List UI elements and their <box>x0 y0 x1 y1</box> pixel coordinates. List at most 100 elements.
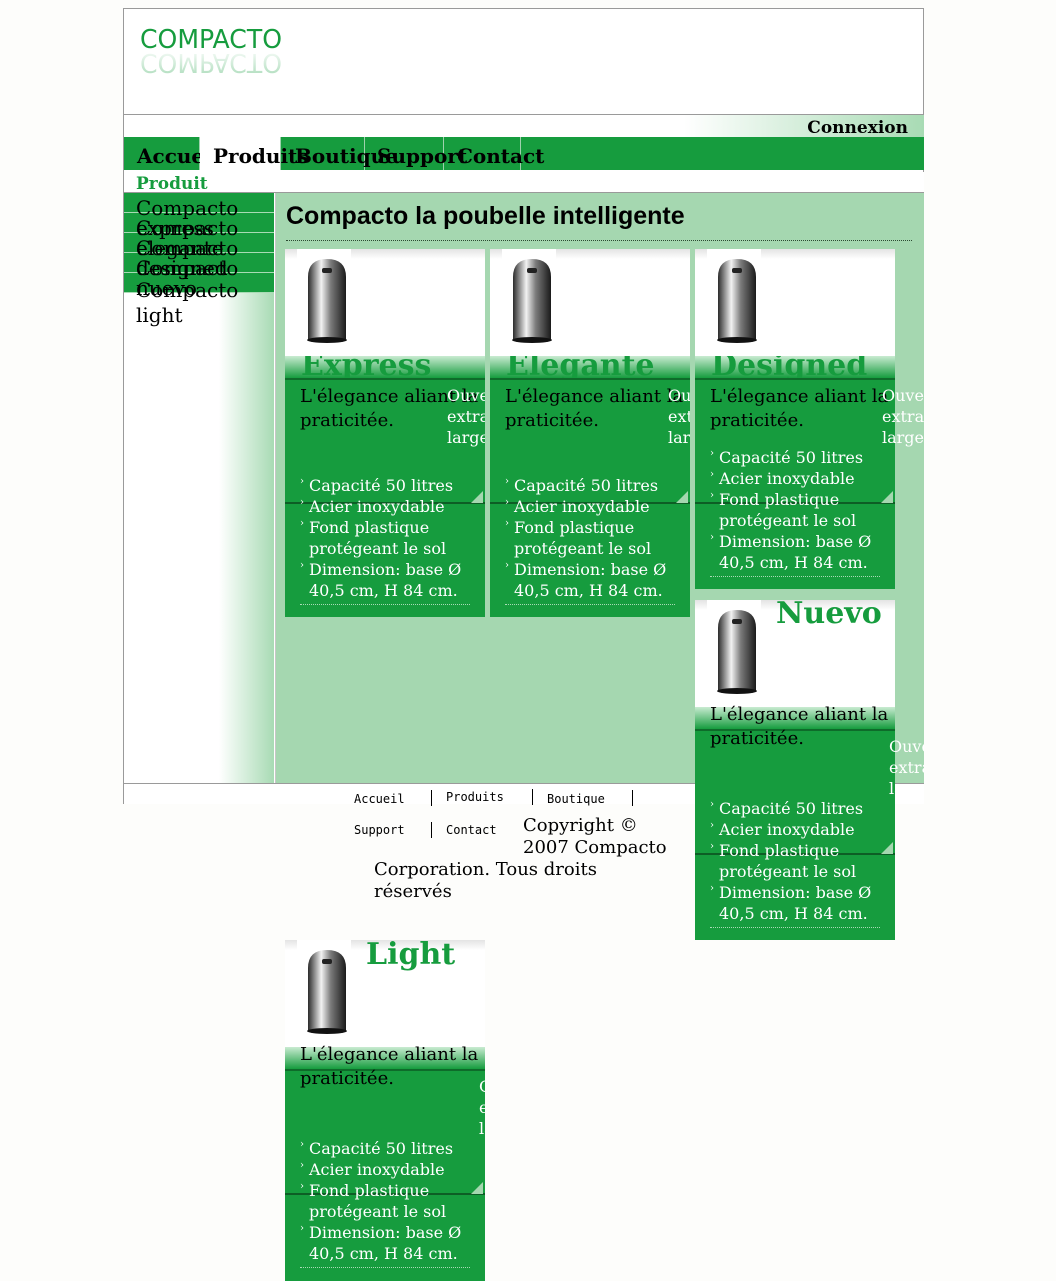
footer-link-boutique[interactable]: Boutique <box>547 792 605 806</box>
product-name[interactable]: Nuevo <box>776 596 882 631</box>
product-name-band <box>695 707 895 731</box>
dotted-divider <box>300 604 470 605</box>
product-tagline: L'élegance aliant la praticitée. <box>300 386 479 431</box>
product-opening-text: Ouverture extra large. <box>668 386 690 447</box>
sidebar-item-express-label[interactable]: Compacto express <box>136 196 239 240</box>
product-details: L'élegance aliant la praticitée. Ouvertu… <box>695 380 924 589</box>
feature-item: Acier inoxydable <box>300 1155 482 1180</box>
sidebar-item-designed-label[interactable]: Compacto designed <box>136 236 239 280</box>
footer-link-produits[interactable]: Produits <box>446 790 504 804</box>
feature-item: Fond plastique protégeant le sol <box>505 513 687 559</box>
copyright-line-1: Copyright © <box>523 815 638 836</box>
product-tagline: L'élegance aliant la praticitée. <box>710 704 889 749</box>
footer-separator <box>532 789 533 805</box>
trash-can-image[interactable] <box>715 257 759 345</box>
feature-item: Fond plastique protégeant le sol <box>710 485 892 531</box>
trash-can-image[interactable] <box>305 257 349 345</box>
product-image-area <box>490 249 690 356</box>
footer-separator <box>632 790 633 806</box>
product-name-band: Elegante <box>490 356 690 380</box>
dotted-divider <box>300 1267 470 1268</box>
sidebar-item-light-label[interactable]: Compacto light <box>136 278 239 327</box>
product-name[interactable]: Light <box>366 937 456 972</box>
login-link[interactable]: Connexion <box>807 118 908 138</box>
nav-item-contact[interactable]: Contact <box>444 137 544 170</box>
breadcrumb: Produit <box>124 172 924 194</box>
sidebar: Compacto express Compacto elegante Compa… <box>124 193 274 783</box>
product-name[interactable]: Express <box>301 356 432 380</box>
compacto-logo[interactable]: COMPACTO COMPACTO <box>140 22 290 78</box>
trash-can-image[interactable] <box>305 948 349 1036</box>
product-card-elegante: Elegante L'élegance aliant la praticitée… <box>490 249 690 617</box>
product-card-nuevo: Nuevo L'élegance aliant la praticitée. O… <box>695 596 924 940</box>
product-image-area <box>285 249 485 356</box>
product-name[interactable]: Elegante <box>506 356 655 380</box>
feature-list: Capacité 50 litres Acier inoxydable Fond… <box>710 443 892 573</box>
feature-item: Dimension: base Ø 40,5 cm, H 84 cm. <box>710 527 892 573</box>
product-opening-text: Ouverture extra large. <box>882 386 924 447</box>
feature-item: Acier inoxydable <box>300 492 482 517</box>
product-tagline: L'élegance aliant la praticitée. <box>505 386 684 431</box>
product-opening-text: Ouverture extra large. <box>447 386 485 447</box>
trash-can-image[interactable] <box>510 257 554 345</box>
login-bar: Connexion <box>124 114 924 138</box>
nav-item-accueil[interactable]: Accueil <box>124 137 219 170</box>
product-tagline: L'élegance aliant la praticitée. <box>300 1044 479 1089</box>
feature-item: Acier inoxydable <box>505 492 687 517</box>
feature-item: Acier inoxydable <box>710 815 892 840</box>
feature-item: Dimension: base Ø 40,5 cm, H 84 cm. <box>300 555 482 601</box>
copyright-line-2: 2007 Compacto <box>523 837 667 858</box>
sidebar-item-nuevo[interactable] <box>124 253 274 273</box>
feature-list: Capacité 50 litres Acier inoxydable Fond… <box>710 794 892 924</box>
feature-item: Dimension: base Ø 40,5 cm, H 84 cm. <box>710 878 892 924</box>
breadcrumb-current: Produit <box>136 174 208 194</box>
product-opening-text: Ouverture extra large. <box>479 1077 485 1138</box>
product-card-light: Light L'élegance aliant la praticitée. O… <box>285 937 485 1281</box>
svg-text:COMPACTO: COMPACTO <box>140 47 282 77</box>
feature-item: Capacité 50 litres <box>300 1134 482 1159</box>
feature-list: Capacité 50 litres Acier inoxydable Fond… <box>505 471 687 601</box>
product-tagline: L'élegance aliant la praticitée. <box>710 386 889 431</box>
nav-item-produits[interactable]: Produits <box>200 137 309 170</box>
product-card-designed: Designed L'élegance aliant la praticitée… <box>695 249 924 589</box>
product-details: L'élegance aliant la praticitée. Ouvertu… <box>285 380 485 617</box>
feature-item: Dimension: base Ø 40,5 cm, H 84 cm. <box>300 1218 482 1264</box>
feature-item: Capacité 50 litres <box>300 471 482 496</box>
product-details: Ouverture extra large. Capacité 50 litre… <box>285 1071 485 1281</box>
svg-text:COMPACTO: COMPACTO <box>140 25 282 55</box>
dotted-divider <box>710 927 880 928</box>
footer-separator <box>431 790 432 806</box>
footer-link-support[interactable]: Support <box>354 823 405 837</box>
feature-item: Fond plastique protégeant le sol <box>710 836 892 882</box>
product-image-area: Light <box>285 937 485 1047</box>
sidebar-item-designed[interactable] <box>124 233 274 253</box>
sidebar-item-nuevo-label[interactable]: Compacto nuevo <box>136 256 239 300</box>
product-name-band: Designed <box>695 356 895 380</box>
sidebar-item-light[interactable] <box>124 273 274 293</box>
feature-item: Acier inoxydable <box>710 464 892 489</box>
product-name[interactable]: Designed <box>711 356 868 380</box>
page-title: Compacto la poubelle intelligente <box>286 200 912 241</box>
sidebar-item-elegante[interactable] <box>124 213 274 233</box>
feature-list: Capacité 50 litres Acier inoxydable Fond… <box>300 471 482 601</box>
feature-item: Capacité 50 litres <box>710 443 892 468</box>
product-image-area: Nuevo <box>695 596 895 707</box>
nav-item-support[interactable]: Support <box>365 137 467 170</box>
feature-list: Capacité 50 litres Acier inoxydable Fond… <box>300 1134 482 1264</box>
copyright-line-4: réservés <box>374 881 452 902</box>
dotted-divider <box>505 604 675 605</box>
product-image-area <box>695 249 895 356</box>
product-name-band <box>285 1047 485 1071</box>
trash-can-image[interactable] <box>715 608 759 696</box>
product-details: L'élegance aliant la praticitée. Ouvertu… <box>490 380 690 617</box>
product-card-express: Express L'élegance aliant la praticitée.… <box>285 249 485 617</box>
footer-link-accueil[interactable]: Accueil <box>354 792 405 806</box>
product-name-band: Express <box>285 356 485 380</box>
feature-item: Dimension: base Ø 40,5 cm, H 84 cm. <box>505 555 687 601</box>
feature-item: Fond plastique protégeant le sol <box>300 1176 482 1222</box>
footer-link-contact[interactable]: Contact <box>446 823 497 837</box>
sidebar-item-elegante-label[interactable]: Compacto elegante <box>136 216 239 260</box>
nav-item-boutique[interactable]: Boutique <box>281 137 398 170</box>
sidebar-item-express[interactable] <box>124 193 274 213</box>
product-details: Ouverture extra large. Capacité 50 litre… <box>695 731 924 940</box>
